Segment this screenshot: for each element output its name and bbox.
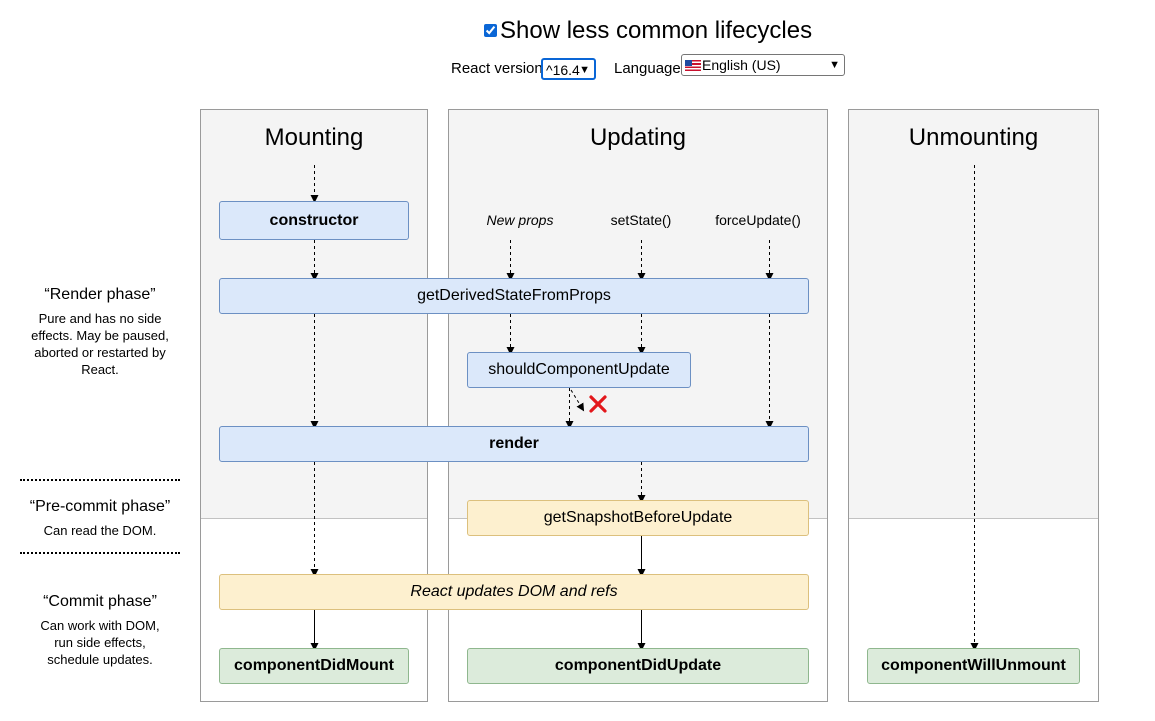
get-snapshot-before-update-box: getSnapshotBeforeUpdate [467,500,809,536]
arrow [570,389,585,412]
commit-phase-description: Can work with DOM, run side effects, sch… [40,618,160,667]
render-phase-description: Pure and has no side effects. May be pau… [31,311,169,377]
phase-divider [849,518,1098,519]
less-common-lifecycles-checkbox[interactable] [484,24,497,37]
component-did-update-box: componentDidUpdate [467,648,809,684]
us-flag-icon [685,60,701,71]
commit-phase-title: “Commit phase” [43,593,157,610]
react-updates-dom-box: React updates DOM and refs [219,574,809,610]
checkbox-label[interactable]: Show less common lifecycles [500,17,813,44]
language-value: English (US) [702,57,781,73]
column-title-updating: Updating [589,124,687,151]
pre-commit-phase-description: Can read the DOM. [43,523,157,538]
column-title-mounting: Mounting [264,124,364,151]
chevron-down-icon: ▼ [829,59,840,71]
constructor-box: constructor [219,201,409,240]
trigger-force-update: forceUpdate() [715,212,801,228]
phase-separator [20,479,180,481]
language-label: Language [614,60,681,77]
react-version-value: ^16.4 [546,62,580,78]
pre-commit-phase-title: “Pre-commit phase” [29,498,171,515]
get-derived-state-from-props-box: getDerivedStateFromProps [219,278,809,314]
component-will-unmount-box: componentWillUnmount [867,648,1080,684]
cross-mark-icon [589,395,607,413]
react-version-label: React version [451,60,543,77]
render-box: render [219,426,809,462]
trigger-set-state: setState() [610,212,672,228]
render-phase-title: “Render phase” [44,286,156,303]
component-did-mount-box: componentDidMount [219,648,409,684]
header: Show less common lifecycles [0,16,1155,46]
should-component-update-box: shouldComponentUpdate [467,352,691,388]
language-select[interactable]: English (US) ▼ [681,54,845,76]
column-title-unmounting: Unmounting [908,124,1039,151]
phase-separator [20,552,180,554]
react-version-select[interactable]: ^16.4 ▼ [541,58,596,80]
trigger-new-props: New props [486,212,554,228]
column-unmounting [848,109,1099,702]
chevron-down-icon: ▼ [579,64,590,76]
